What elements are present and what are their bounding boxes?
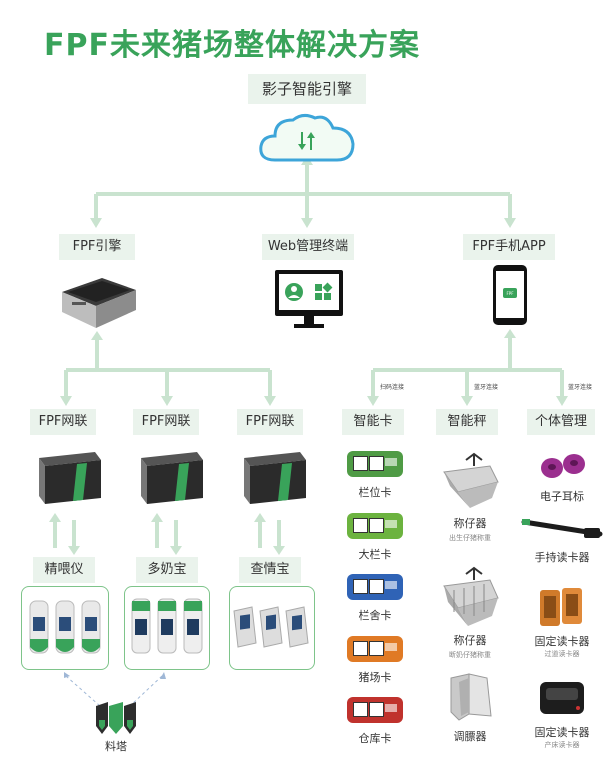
smart-card-icon xyxy=(347,513,403,539)
estrus-device-label: 查情宝 xyxy=(239,557,301,583)
fpf-network-label-3: FPF网联 xyxy=(237,409,303,435)
smart-card-icon xyxy=(347,636,403,662)
phone-icon: FPF xyxy=(493,265,527,325)
bluetooth-connection-label-2: 蓝牙连接 xyxy=(568,384,593,391)
cloud-icon xyxy=(259,113,355,162)
feeder-product-box xyxy=(21,586,109,670)
engine-box-icon xyxy=(62,278,136,328)
birth-scale-subtitle: 出生仔猪称重 xyxy=(449,534,491,542)
weaning-scale-subtitle: 断奶仔猪称重 xyxy=(449,651,491,659)
smart-card-label-4: 仓库卡 xyxy=(358,732,392,745)
scan-connection-label: 扫码连接 xyxy=(380,384,405,391)
handheld-reader-icon xyxy=(521,519,603,538)
smart-card-icon xyxy=(347,697,403,723)
feeder-label: 精喂仪 xyxy=(33,557,95,583)
smart-scale-label: 智能秤 xyxy=(436,409,498,435)
ear-tag-label: 电子耳标 xyxy=(540,490,584,503)
smart-card-label-0: 栏位卡 xyxy=(358,486,392,499)
ear-tag-icon xyxy=(541,454,585,478)
corridor-reader-title: 固定读卡器 xyxy=(534,635,590,648)
estrus-product-box xyxy=(229,586,315,670)
feeder-unit-icon xyxy=(29,600,101,654)
smart-card-label-1: 大栏卡 xyxy=(358,548,392,561)
weaning-scale-icon xyxy=(443,566,499,626)
corridor-reader-subtitle: 过道读卡器 xyxy=(544,650,580,658)
farrowing-reader-subtitle: 产床读卡器 xyxy=(544,741,580,749)
trough-icon xyxy=(450,673,492,721)
smart-card-icon xyxy=(347,451,403,477)
mobile-app-label: FPF手机APP xyxy=(463,234,555,260)
network-device-icon-1 xyxy=(39,452,101,504)
handheld-reader-label: 手持读卡器 xyxy=(534,551,590,564)
weaning-scale-title: 称仔器 xyxy=(453,634,487,647)
page-title: FPF未来猪场整体解决方案 xyxy=(44,28,420,63)
web-terminal-label: Web管理终端 xyxy=(262,234,354,260)
feed-tower-label: 料塔 xyxy=(105,740,127,753)
network-device-icon-3 xyxy=(244,452,306,504)
smart-card-label: 智能卡 xyxy=(342,409,404,435)
engine-label: 影子智能引擎 xyxy=(248,74,366,104)
monitor-icon xyxy=(275,270,343,328)
milk-product-box xyxy=(124,586,210,670)
milk-device-label: 多奶宝 xyxy=(136,557,198,583)
estrus-unit-icon xyxy=(233,606,309,648)
smart-card-label-3: 猪场卡 xyxy=(358,671,392,684)
svg-text:FPF: FPF xyxy=(506,291,514,296)
corridor-reader-icon xyxy=(540,588,582,626)
birth-scale-icon xyxy=(443,452,499,508)
individual-mgmt-label: 个体管理 xyxy=(527,409,595,435)
smart-card-icon xyxy=(347,574,403,600)
farrowing-reader-title: 固定读卡器 xyxy=(534,726,590,739)
smart-card-label-2: 栏舍卡 xyxy=(358,609,392,622)
fpf-network-label-1: FPF网联 xyxy=(30,409,96,435)
feed-tower-icon xyxy=(96,702,136,734)
trough-label: 调膘器 xyxy=(453,730,487,743)
network-device-icon-2 xyxy=(141,452,203,504)
farrowing-reader-icon xyxy=(540,682,584,714)
milk-unit-icon xyxy=(131,598,203,654)
fpf-engine-label: FPF引擎 xyxy=(59,234,135,260)
birth-scale-title: 称仔器 xyxy=(453,517,487,530)
bluetooth-connection-label-1: 蓝牙连接 xyxy=(474,384,499,391)
fpf-network-label-2: FPF网联 xyxy=(133,409,199,435)
